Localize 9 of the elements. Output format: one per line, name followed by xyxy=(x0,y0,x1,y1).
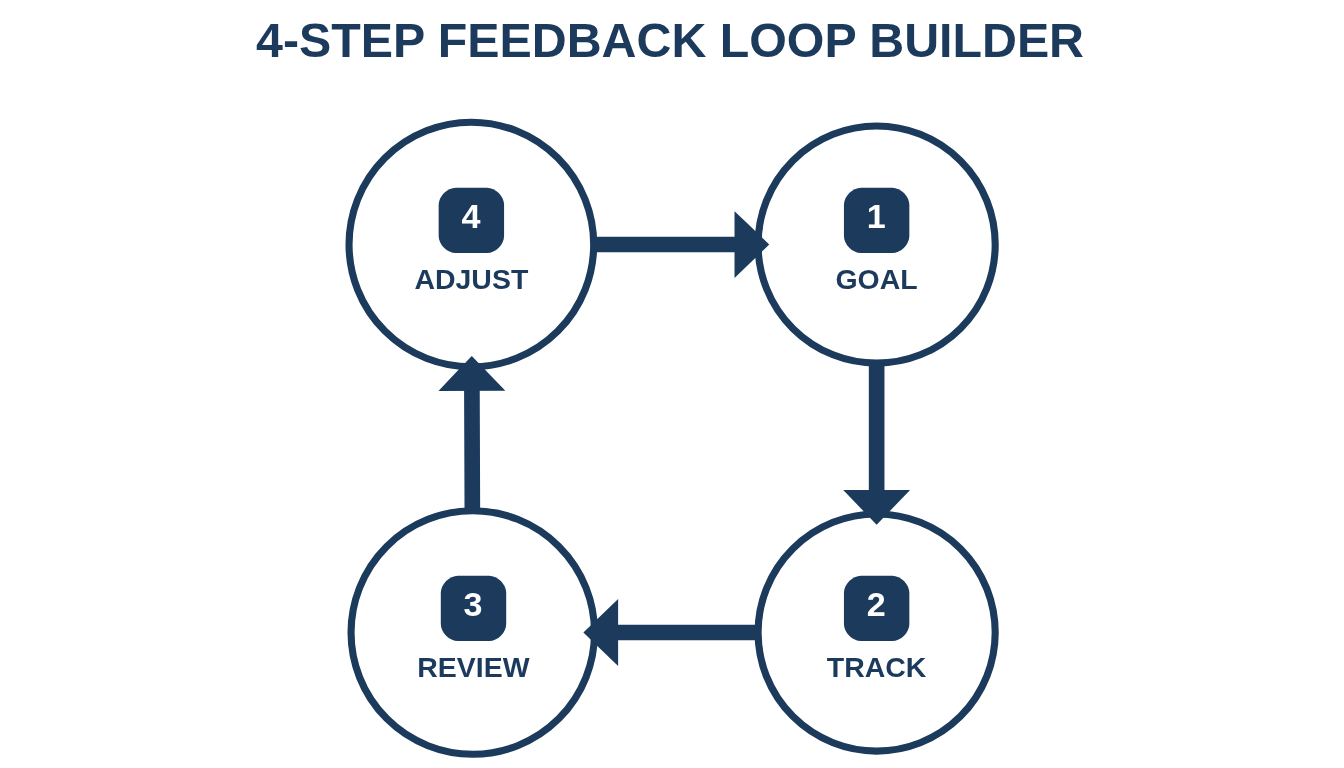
arrow xyxy=(843,363,911,525)
arrow xyxy=(438,356,506,511)
diagram-title: 4-STEP FEEDBACK LOOP BUILDER xyxy=(256,12,1085,67)
arrow xyxy=(583,599,758,666)
node-circle: 2 TRACK xyxy=(754,510,999,755)
node-circle: 4 ADJUST xyxy=(345,118,598,371)
node-circle: 3 REVIEW xyxy=(347,507,599,758)
node-circle: 1 GOAL xyxy=(754,122,999,367)
arrow xyxy=(594,211,770,278)
